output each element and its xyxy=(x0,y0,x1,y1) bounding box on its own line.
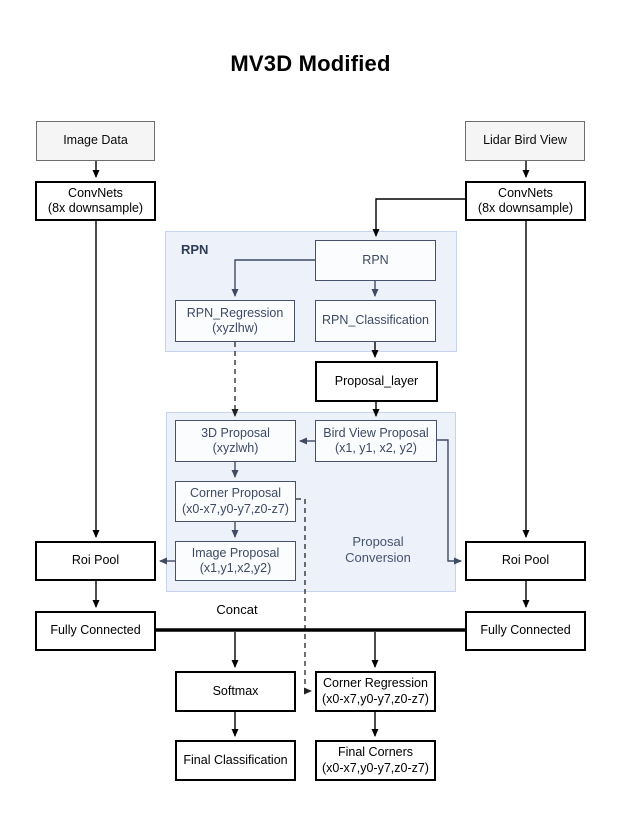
node-lidar-bird-view: Lidar Bird View xyxy=(465,121,585,161)
dashed-arrow-cornerproposal-to-cornerregression xyxy=(296,498,312,695)
node-rpn-classification-label: RPN_Classification xyxy=(322,313,429,328)
node-roi-pool-right-label: Roi Pool xyxy=(501,553,550,568)
node-corner-regression: Corner Regression (x0-x7,y0-y7,z0-z7) xyxy=(315,671,436,712)
node-corner-proposal-line1: Corner Proposal xyxy=(189,486,281,501)
node-rpn-regression-line1: RPN_Regression xyxy=(186,305,284,320)
arrow-rpn-to-rpnregression xyxy=(231,259,315,297)
node-convnets-left-line2: (8x downsample) xyxy=(47,201,144,215)
node-3d-proposal: 3D Proposal (xyzlwh) xyxy=(175,420,296,462)
node-image-proposal-line2: (x1,y1,x2,y2) xyxy=(199,561,272,575)
node-final-classification: Final Classification xyxy=(175,740,296,781)
node-bird-view-proposal: Bird View Proposal (x1, y1, x2, y2) xyxy=(315,420,437,462)
node-final-corners-line2: (x0-x7,y0-y7,z0-z7) xyxy=(322,760,429,775)
node-lidar-bird-view-label: Lidar Bird View xyxy=(483,133,567,148)
arrow-convnetsright-to-rpn xyxy=(372,198,465,237)
node-image-proposal-line1: Image Proposal xyxy=(191,545,280,560)
node-softmax: Softmax xyxy=(175,671,296,712)
node-corner-regression-line2: (x0-x7,y0-y7,z0-z7) xyxy=(322,691,429,706)
node-roi-pool-left: Roi Pool xyxy=(35,541,156,581)
node-roi-pool-right: Roi Pool xyxy=(465,541,586,581)
proposal-conversion-label-line2: Conversion xyxy=(345,549,411,565)
node-final-corners: Final Corners (x0-x7,y0-y7,z0-z7) xyxy=(315,740,436,781)
node-3d-proposal-line2: (xyzlwh) xyxy=(212,441,259,455)
diagram-title: MV3D Modified xyxy=(230,51,391,76)
rpn-group-label: RPN xyxy=(181,242,209,257)
node-roi-pool-left-label: Roi Pool xyxy=(71,553,120,568)
node-fully-connected-left: Fully Connected xyxy=(35,611,156,651)
node-final-corners-line1: Final Corners xyxy=(337,745,414,760)
node-softmax-label: Softmax xyxy=(212,683,259,698)
node-fully-connected-left-label: Fully Connected xyxy=(50,623,141,638)
node-corner-proposal: Corner Proposal (x0-x7,y0-y7,z0-z7) xyxy=(175,481,296,522)
node-image-proposal: Image Proposal (x1,y1,x2,y2) xyxy=(175,541,296,581)
node-fully-connected-right: Fully Connected xyxy=(465,611,586,651)
node-image-data-label: Image Data xyxy=(63,133,128,148)
proposal-conversion-label-line1: Proposal xyxy=(352,534,404,549)
node-convnets-right-line2: (8x downsample) xyxy=(477,201,574,215)
node-rpn-label: RPN xyxy=(362,252,389,267)
node-rpn-regression: RPN_Regression (xyzlhw) xyxy=(175,300,295,342)
arrow-birdview-to-roipoolright xyxy=(437,439,462,565)
node-proposal-layer-label: Proposal_layer xyxy=(334,373,419,388)
node-rpn-classification: RPN_Classification xyxy=(315,300,436,342)
node-bird-view-proposal-line1: Bird View Proposal xyxy=(323,425,429,440)
node-corner-proposal-line2: (x0-x7,y0-y7,z0-z7) xyxy=(182,501,289,516)
concat-label: Concat xyxy=(216,602,258,617)
node-convnets-left: ConvNets (8x downsample) xyxy=(35,181,156,221)
node-bird-view-proposal-line2: (x1, y1, x2, y2) xyxy=(335,441,417,455)
node-3d-proposal-line1: 3D Proposal xyxy=(201,425,270,440)
node-proposal-layer: Proposal_layer xyxy=(315,361,438,402)
node-convnets-right-line1: ConvNets xyxy=(498,185,553,200)
node-corner-regression-line1: Corner Regression xyxy=(323,676,428,691)
node-fully-connected-right-label: Fully Connected xyxy=(480,623,571,638)
node-image-data: Image Data xyxy=(36,121,155,161)
node-convnets-left-line1: ConvNets xyxy=(68,185,123,200)
node-rpn: RPN xyxy=(315,240,436,281)
node-final-classification-label: Final Classification xyxy=(183,752,288,767)
proposal-conversion-group-label: Proposal Conversion xyxy=(338,534,418,566)
node-rpn-regression-line2: (xyzlhw) xyxy=(212,321,258,335)
node-convnets-right: ConvNets (8x downsample) xyxy=(465,181,586,221)
